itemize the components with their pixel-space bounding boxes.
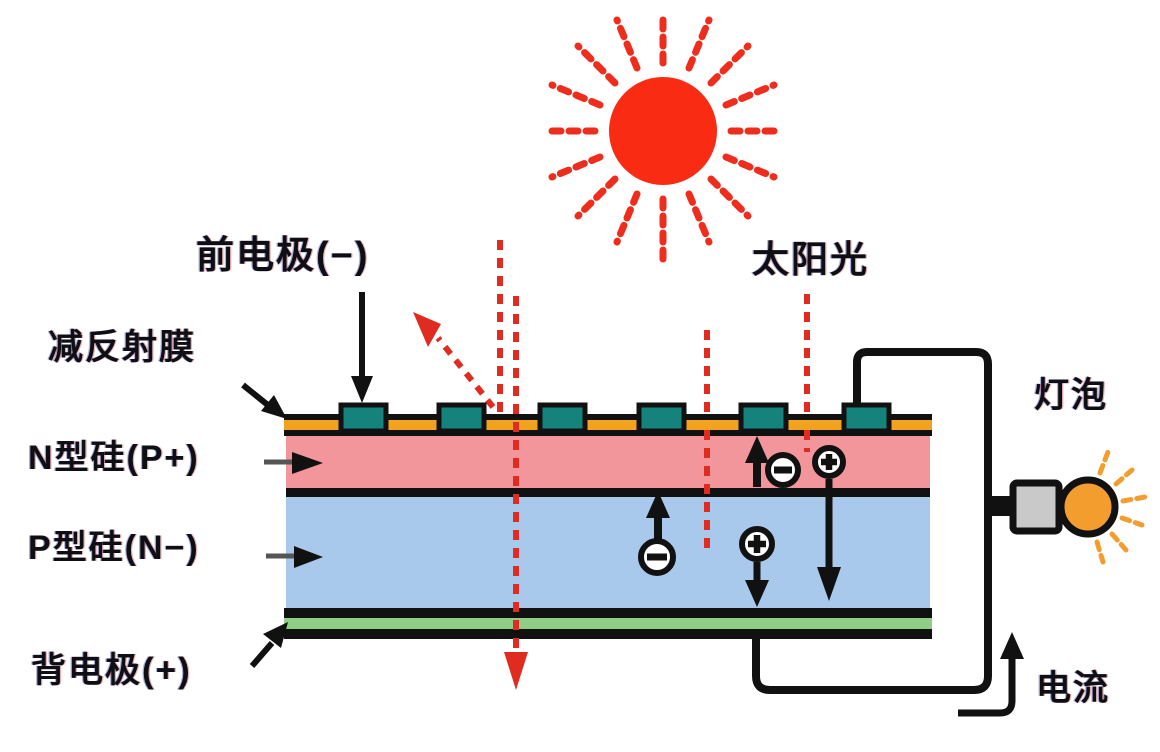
minus-in-circle-icon (765, 452, 801, 488)
current-direction-arrow (958, 632, 1024, 717)
n-silicon-pointer-arrow (264, 452, 323, 474)
bulb-label: 灯泡 (1034, 376, 1109, 415)
sunlight-label: 太阳光 (752, 239, 869, 280)
electron-junction-arrow (646, 491, 670, 541)
back-electrode-top-border (284, 608, 932, 618)
ar-film-label: 减反射膜 (48, 328, 197, 367)
front-electrode-contact (841, 402, 892, 434)
ar-film-top-border (284, 414, 932, 420)
circuit-wire (752, 348, 992, 694)
bulb-socket (1009, 479, 1063, 535)
hole-down-arrow (817, 479, 841, 601)
front-electrode-pointer-arrow (351, 292, 373, 403)
minus-in-circle-icon (638, 538, 676, 576)
bulb-rays (1094, 449, 1148, 565)
front-electrode-contact (338, 402, 389, 434)
pn-junction-line (286, 488, 930, 497)
hole-bottom-arrow (745, 562, 769, 607)
front-electrode-contact (636, 402, 687, 434)
current-label: 电流 (1036, 669, 1111, 708)
bulb-glass (1057, 476, 1119, 538)
bulb-wire-tab (986, 496, 1016, 516)
ar-film-pointer-arrow (241, 382, 287, 419)
n-silicon-label: N型硅(P+) (28, 439, 200, 477)
incident-light-beams (497, 240, 810, 430)
ar-film-strip (284, 420, 932, 430)
electron-up-arrow (745, 436, 769, 487)
front-electrode-contacts (338, 402, 892, 434)
ar-film-bottom-border (284, 430, 932, 436)
reflected-ray (413, 312, 496, 409)
reflected-ray-arrowhead (413, 312, 441, 347)
back-electrode-label: 背电极(+) (31, 651, 192, 690)
penetrating-light-beams (513, 296, 810, 652)
sun-rays (541, 9, 785, 267)
p-silicon-layer (286, 497, 930, 608)
back-electrode-bottom-border (284, 629, 932, 639)
front-electrode-contact (537, 402, 588, 434)
sun-icon (541, 9, 785, 267)
back-electrode-strip (284, 618, 932, 629)
transmitted-ray-arrowhead (504, 652, 528, 690)
front-electrode-contact (436, 402, 487, 434)
back-electrode-pointer-arrow (249, 622, 288, 668)
sun-disc (609, 77, 717, 185)
plus-in-circle-icon (812, 445, 846, 479)
front-electrode-label: 前电极(−) (196, 235, 370, 277)
plus-in-circle-icon (739, 526, 775, 562)
solar-cell-panel (284, 402, 932, 639)
light-bulb-icon (986, 449, 1148, 565)
p-silicon-pointer-arrow (266, 546, 323, 568)
p-silicon-label: P型硅(N−) (28, 529, 200, 567)
front-electrode-contact (738, 402, 789, 434)
